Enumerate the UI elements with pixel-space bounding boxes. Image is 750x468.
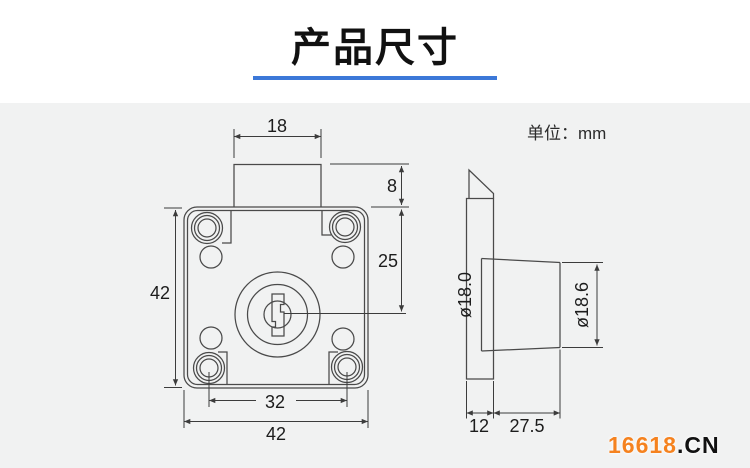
screw-hole-top-left <box>190 211 224 245</box>
keyway <box>271 293 285 337</box>
dim-tab-width-label: 18 <box>267 116 287 136</box>
dim-cylinder-diameter-label: ø18.0 <box>455 272 475 318</box>
dim-body-width: 42 <box>183 390 369 444</box>
dim-center-offset-label: 25 <box>378 251 398 271</box>
front-view-dimensions: 18 8 25 42 32 <box>150 116 409 444</box>
screw-hole-top-right <box>328 210 362 244</box>
latch-bolt <box>468 168 495 199</box>
dim-flange-diameter-label: ø18.6 <box>572 282 592 328</box>
top-tab <box>233 163 322 207</box>
unit-label: 单位：mm <box>527 124 607 143</box>
dim-screw-spacing-label: 32 <box>265 392 285 412</box>
dim-plate-thickness: 12 <box>466 381 494 436</box>
page-title: 产品尺寸 <box>291 26 459 70</box>
body-inner-outline <box>186 209 366 386</box>
dim-body-height: 42 <box>150 207 182 388</box>
lock-front-view <box>183 163 406 389</box>
dim-screw-spacing: 32 <box>208 372 348 412</box>
dim-tab-height-label: 8 <box>387 176 397 196</box>
lock-cylinder <box>234 271 321 358</box>
watermark-number: 16618 <box>608 432 677 458</box>
dim-tab-width: 18 <box>233 116 322 158</box>
dim-body-height-label: 42 <box>150 283 170 303</box>
dim-center-offset: 25 <box>371 206 409 312</box>
side-cylinder <box>480 257 561 352</box>
lock-side-view: ø18.0 ø18.6 12 27.5 <box>455 168 603 436</box>
watermark-logo: 16618.CN <box>608 432 720 459</box>
dim-cylinder-length: 27.5 <box>493 349 561 436</box>
dim-plate-thickness-label: 12 <box>469 416 489 436</box>
dim-tab-height: 8 <box>330 163 409 205</box>
dim-body-width-label: 42 <box>266 424 286 444</box>
title-underline <box>253 76 497 80</box>
dim-cylinder-length-label: 27.5 <box>509 416 544 436</box>
page-header: 产品尺寸 <box>0 0 750 103</box>
body-outer-outline <box>183 206 369 389</box>
watermark-suffix: .CN <box>676 432 720 458</box>
corner-notches <box>218 211 338 384</box>
pin-holes <box>199 245 355 351</box>
dim-flange-diameter: ø18.6 <box>562 262 603 348</box>
side-plate <box>465 197 495 380</box>
